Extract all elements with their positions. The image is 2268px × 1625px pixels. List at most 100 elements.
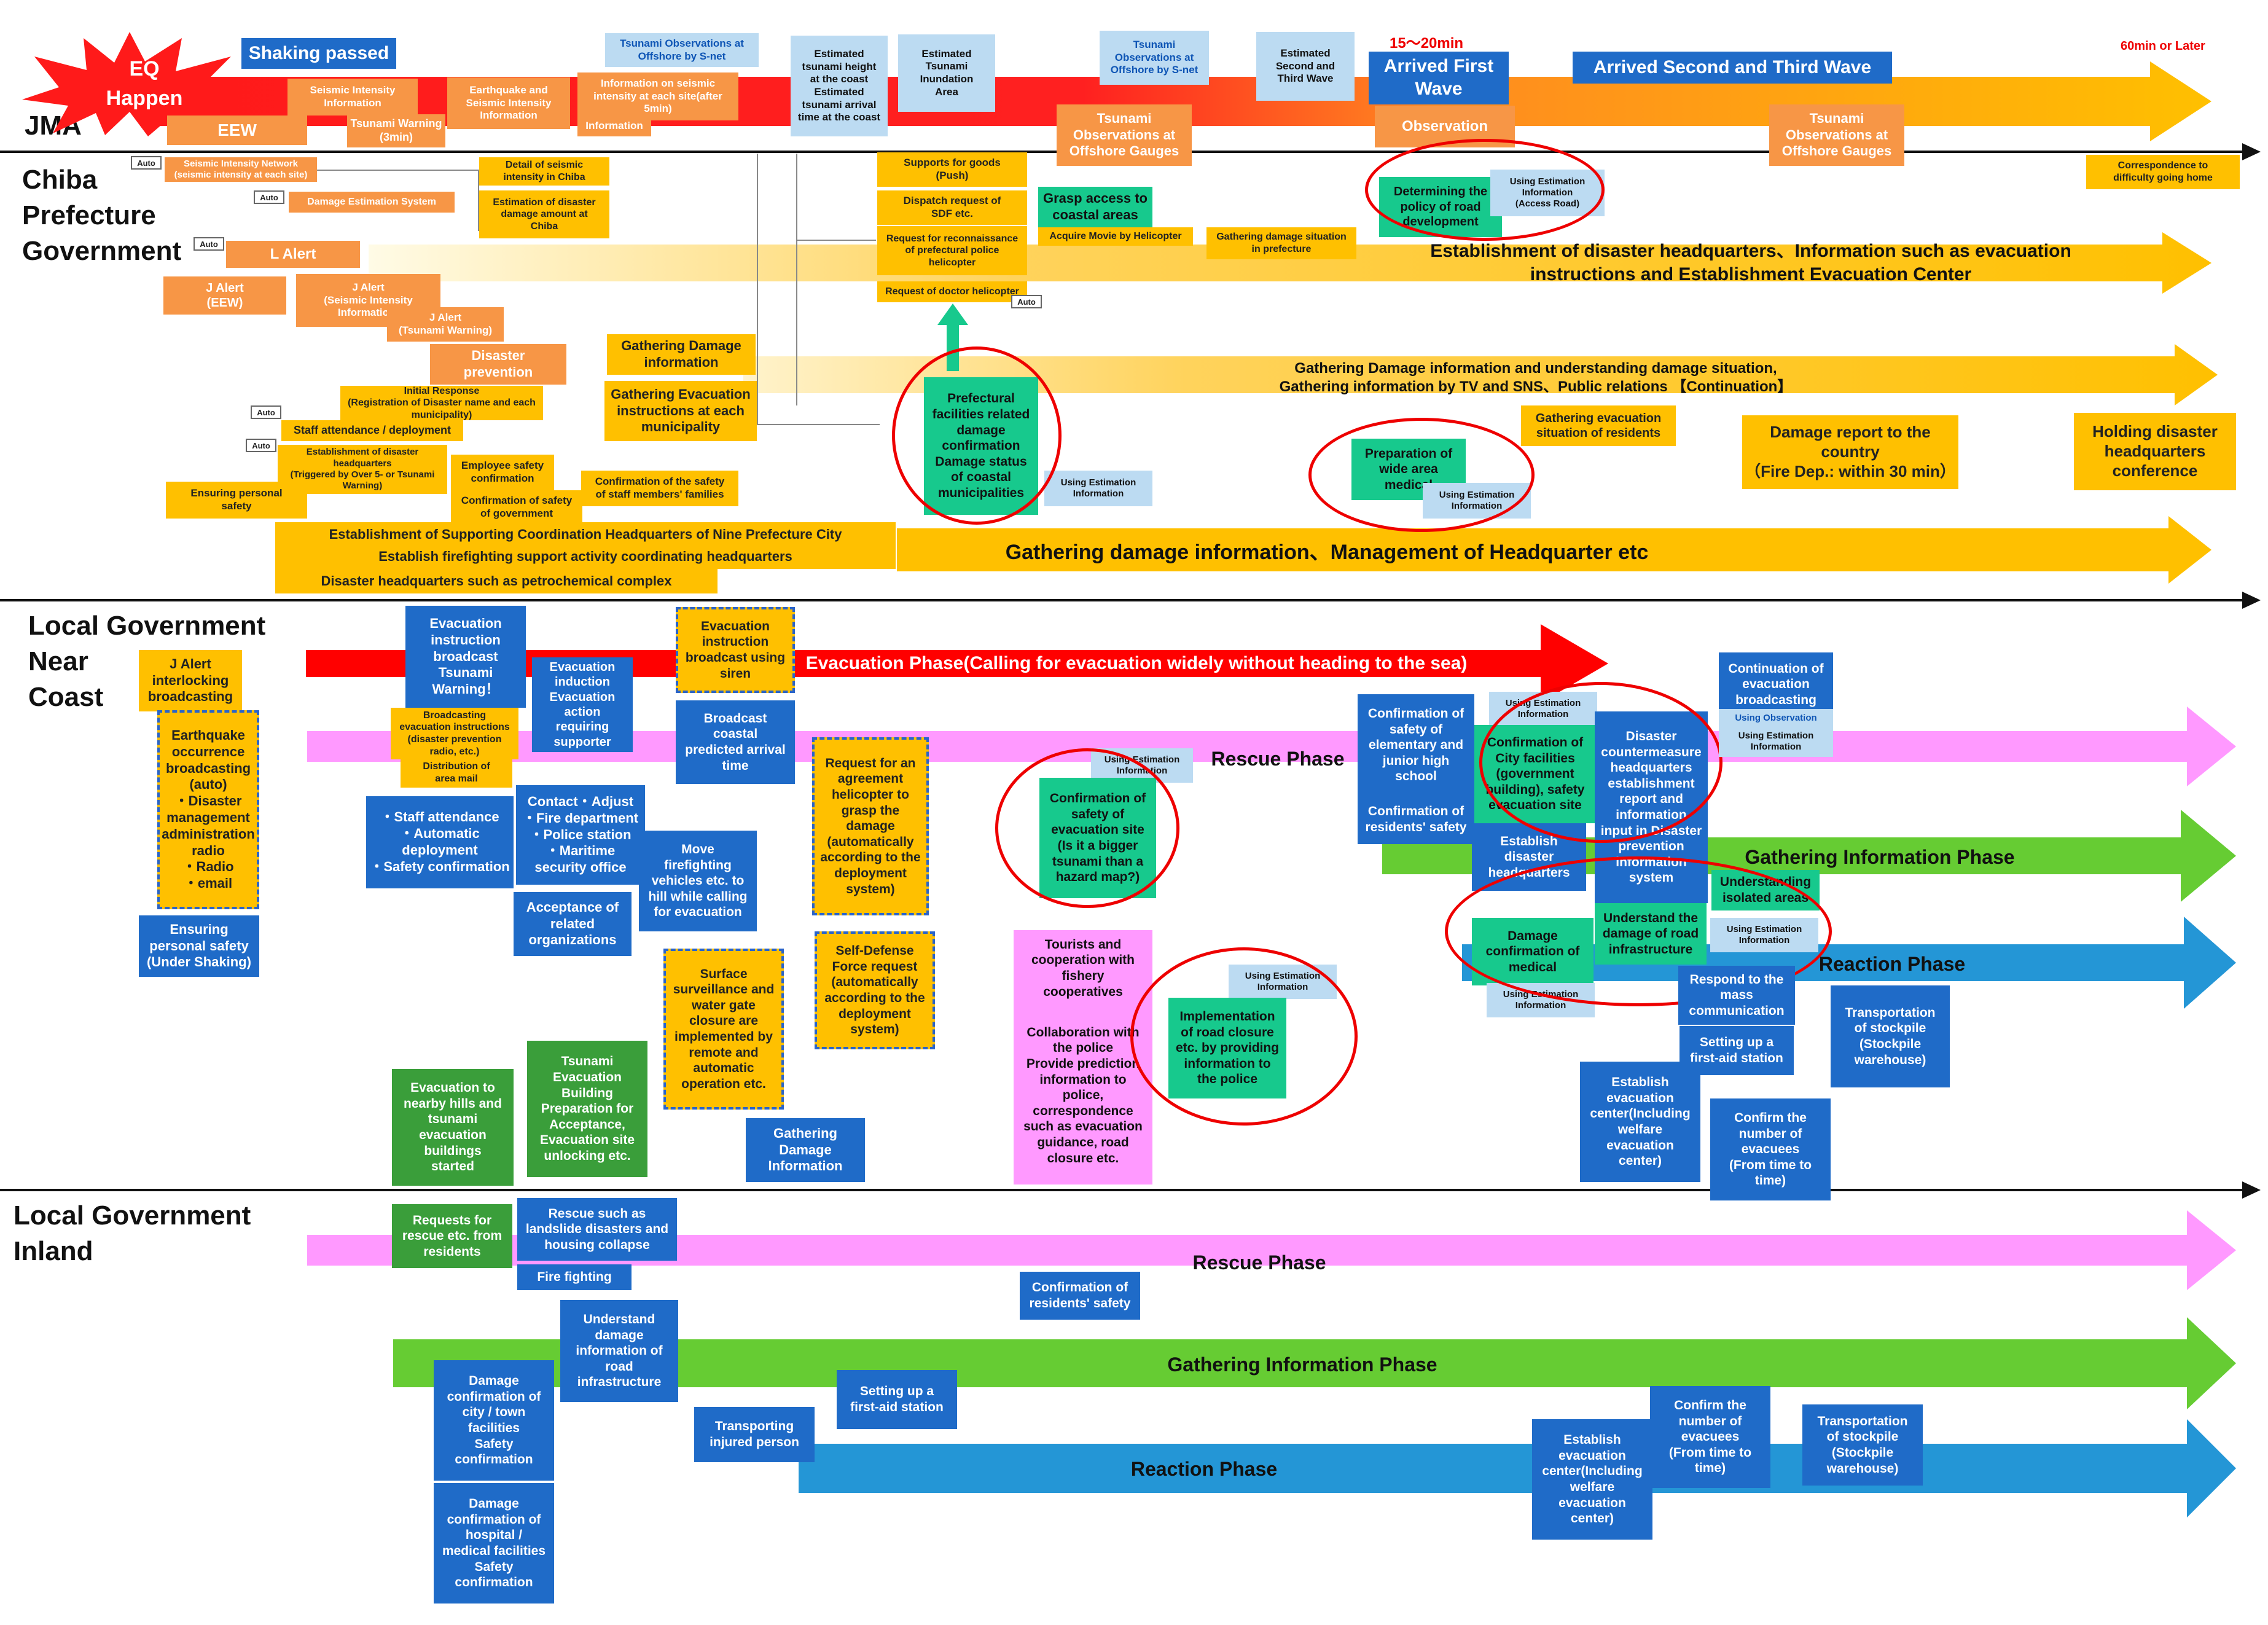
inland-reaction-arrow [799,1419,2236,1517]
chiba-grasp-access: Grasp access to coastal areas [1038,187,1152,227]
jma-tsunami-obs-snet-2: Tsunami Observations at Offshore by S-ne… [1100,31,1209,85]
chiba-j-alert-eew: J Alert (EEW) [163,276,286,315]
chiba-firefighting-hq: Establish firefighting support activity … [275,544,896,569]
inland-transport-stockpile: Transportation of stockpile (Stockpile w… [1802,1404,1923,1486]
coast-eq-broadcast: Earthquake occurrence broadcasting (auto… [157,710,259,909]
coast-tourists-fishery: Tourists and cooperation with fishery co… [1014,930,1152,1006]
highlight-ellipse-5 [1130,947,1358,1126]
coast-respond-mass: Respond to the mass communication [1678,966,1795,1025]
jma-arrived-first-wave: Arrived First Wave [1369,52,1509,104]
inland-establish-evac-center: Establish evacuation center(Including we… [1532,1419,1652,1540]
chiba-gathering-evac-residents: Gathering evacuation situation of reside… [1521,405,1676,446]
inland-reaction-phase-label: Reaction Phase [1130,1457,1278,1480]
coast-divider [0,1189,2248,1191]
coast-rescue-phase-label: Rescue Phase [1211,747,1345,770]
coast-broadcasting-evac: Broadcasting evacuation instructions (di… [391,708,518,759]
jma-eq-seismic-info: Earthquake and Seismic Intensity Informa… [447,77,570,129]
chiba-employee-safety: Employee safety confirmation [451,455,554,490]
chiba-supporting-hq: Establishment of Supporting Coordination… [275,522,896,547]
jma-information: Information [577,116,651,136]
coast-gathering-arrow [1382,810,2236,902]
chiba-divider-arrowhead [2242,592,2261,609]
coast-evac-hills: Evacuation to nearby hills and tsunami e… [392,1069,514,1186]
chiba-hq-arrow-label: Establishment of disaster headquarters、I… [1430,241,2071,284]
coast-move-firefighting: Move firefighting vehicles etc. to hill … [639,831,757,931]
inland-requests-rescue: Requests for rescue etc. from residents [392,1204,512,1268]
chiba-hq-arrow [369,232,2211,294]
chiba-confirm-gov: Confirmation of safety of government [451,490,582,525]
coast-surface-surveillance: Surface surveillance and water gate clos… [663,949,784,1110]
auto-tag-5: Auto [246,439,276,452]
chiba-ensuring-safety: Ensuring personal safety [166,482,307,519]
inland-fire-fighting: Fire fighting [517,1264,632,1290]
chiba-gathering-damage-info: Gathering Damage information [607,334,756,375]
inland-rescue-arrow [307,1210,2236,1290]
coast-confirm-schools: Confirmation of safety of elementary and… [1358,694,1474,796]
coast-collab-police: Collaboration with the police Provide pr… [1014,1006,1152,1184]
jma-seismic-intensity: Seismic Intensity Information [287,79,418,116]
chiba-initial-response: Initial Response (Registration of Disast… [340,386,543,420]
chiba-petrochemical-hq: Disaster headquarters such as petrochemi… [275,569,718,593]
coast-evac-induction: Evacuation induction Evacuation action r… [532,657,633,752]
chiba-gathering-tv-arrow [743,344,2218,405]
coast-reaction-arrow [1462,917,2236,1009]
auto-tag-1: Auto [131,156,162,170]
coast-divider-arrowhead [2242,1181,2261,1199]
jma-observation: Observation [1375,106,1515,147]
coast-ensuring-personal: Ensuring personal safety (Under Shaking) [139,915,259,977]
up-arrow-icon [937,303,968,371]
coast-request-helicopter: Request for an agreement helicopter to g… [812,737,929,915]
chiba-seismic-network: Seismic Intensity Network (seismic inten… [165,157,317,182]
jma-tsunami-warning: Tsunami Warning (3min) [347,114,445,147]
jma-15-20min: 15～20min [1390,35,1464,52]
chiba-holding-conference: Holding disaster headquarters conference [2074,413,2236,490]
highlight-ellipse-2 [892,347,1062,525]
coast-continuation-broadcast: Continuation of evacuation broadcasting [1719,652,1833,716]
jma-arrived-second-third: Arrived Second and Third Wave [1573,52,1892,84]
chiba-gathering-evac-instr: Gathering Evacuation instructions at eac… [604,381,757,441]
chiba-request-recon: Request for reconnaissance of prefectura… [877,226,1027,275]
coast-confirm-residents: Confirmation of residents' safety [1358,795,1474,844]
eq-happen-label: EQ Happen [106,57,183,110]
coast-reaction-phase-label: Reaction Phase [1818,952,1966,975]
jma-60min: 60min or Later [2121,39,2205,53]
inland-transport-injured: Transporting injured person [694,1407,815,1462]
jma-eew: EEW [167,116,307,145]
inland-confirm-evacuees: Confirm the number of evacuees (From tim… [1650,1386,1770,1488]
jma-estimated-height: Estimated tsunami height at the coast Es… [791,36,888,136]
auto-tag-6: Auto [1011,295,1042,308]
highlight-ellipse-7 [1445,856,1832,1006]
coast-contact-adjust: Contact・Adjust ・Fire department ・Police … [516,785,645,885]
chiba-request-doctor: Request of doctor helicopter [877,281,1027,302]
connector-4 [757,424,880,425]
chiba-detail-seismic: Detail of seismic intensity in Chiba [479,157,609,186]
highlight-ellipse-1 [1365,139,1605,241]
coast-evac-instr-tsunami: Evacuation instruction broadcast Tsunami… [405,606,526,708]
connector-6 [796,240,876,241]
coast-using-obs: Using Observation [1719,709,1833,727]
inland-gathering-phase-label: Gathering Information Phase [1167,1353,1437,1376]
chiba-gathering-damage-pref: Gathering damage situation in prefecture [1206,227,1356,259]
lane-chiba: Chiba Prefecture Government [22,165,182,266]
jma-divider-arrowhead [2242,143,2261,160]
jma-estimated-second-third: Estimated Second and Third Wave [1256,32,1355,101]
jma-tsunami-obs-gauges-2: Tsunami Observations at Offshore Gauges [1769,104,1904,166]
coast-j-alert-broadcast: J Alert interlocking broadcasting [139,650,242,711]
highlight-ellipse-4 [995,748,1179,908]
chiba-damage-estimation: Damage Estimation System [289,192,455,213]
coast-transport-stockpile: Transportation of stockpile (Stockpile w… [1831,985,1950,1087]
chiba-disaster-prevention: Disaster prevention [430,344,566,385]
highlight-ellipse-6 [1479,682,1723,843]
chiba-correspondence: Correspondence to difficulty going home [2086,155,2240,189]
coast-distribution-mail: Distribution of area mail [401,758,512,788]
inland-understand-road: Understand damage information of road in… [560,1300,678,1402]
chiba-supports-goods: Supports for goods (Push) [877,152,1027,187]
inland-rescue-landslide: Rescue such as landslide disasters and h… [517,1198,677,1261]
chiba-mgmt-arrow [897,516,2211,584]
coast-evac-arrow [306,624,1608,703]
inland-damage-city: Damage confirmation of city / town facil… [434,1360,554,1481]
jma-tsunami-obs-snet: Tsunami Observations at Offshore by S-ne… [605,33,759,67]
connector-2 [478,170,479,231]
coast-gathering-damage-info: Gathering Damage Information [746,1118,865,1182]
